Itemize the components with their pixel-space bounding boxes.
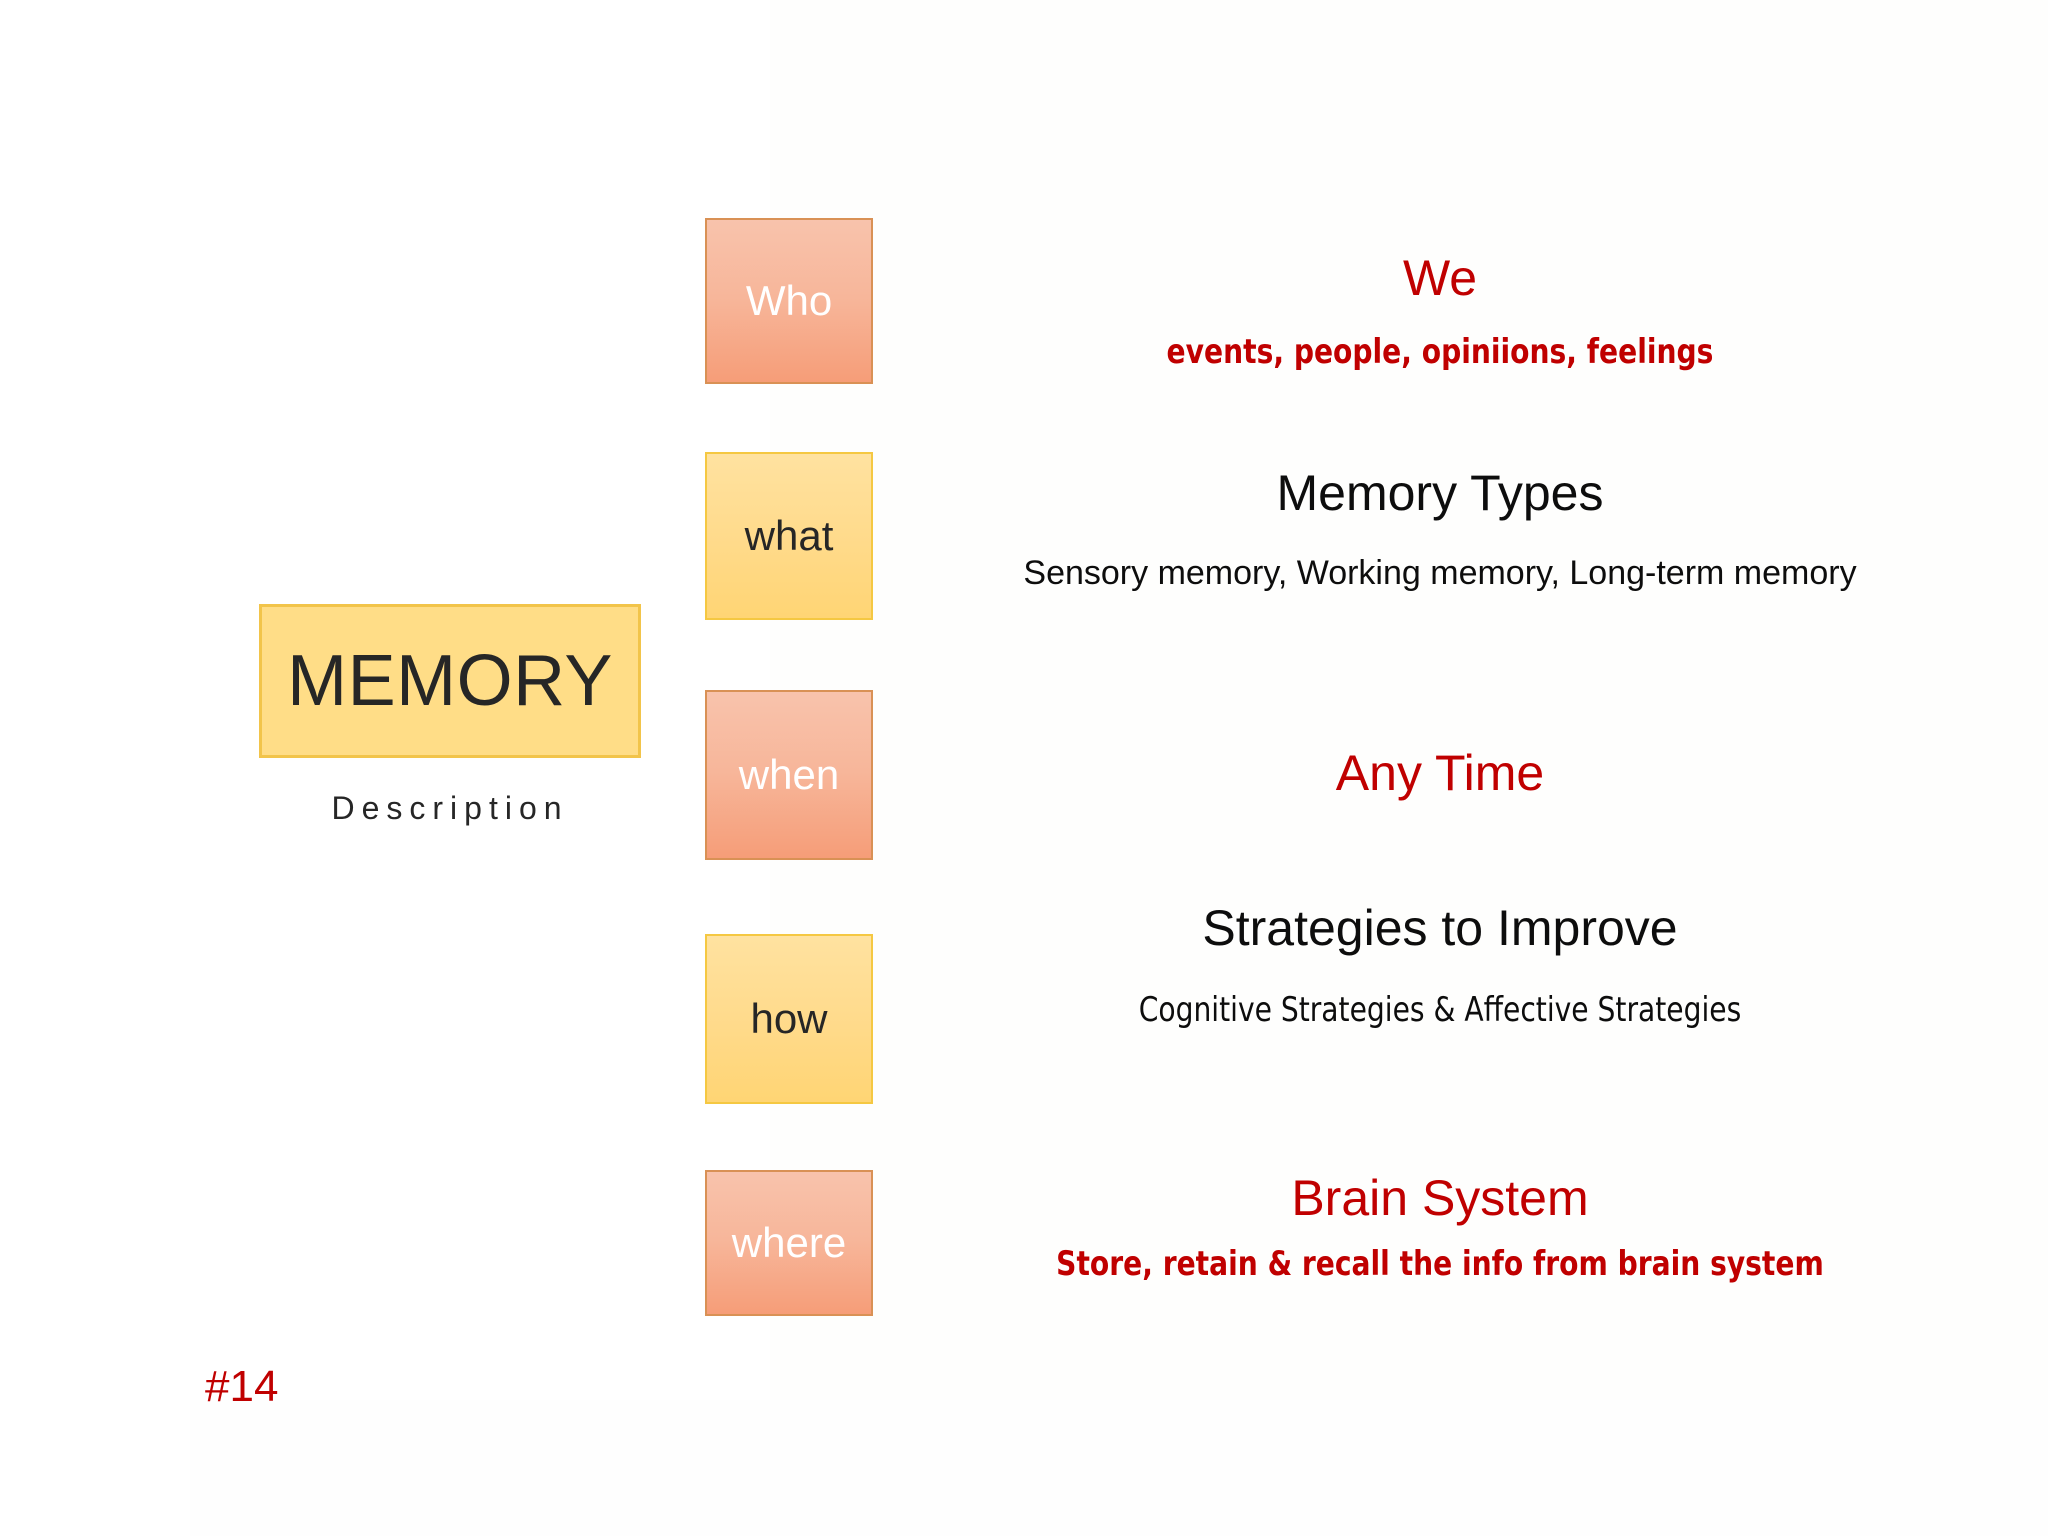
question-box-where[interactable]: where (705, 1170, 873, 1316)
question-box-when[interactable]: when (705, 690, 873, 860)
subject-box-memory[interactable]: MEMORY (259, 604, 641, 758)
description-where: Brain System Store, retain & recall the … (940, 1170, 1940, 1285)
description-where-title: Brain System (1291, 1170, 1589, 1226)
question-box-who-label: Who (745, 277, 833, 325)
description-who-title: We (1402, 250, 1478, 306)
background-panel-right (770, 0, 2048, 1536)
description-how-subtitle: Cognitive Strategies & Affective Strateg… (1138, 990, 1742, 1030)
description-when: Any Time (940, 745, 1940, 801)
description-how: Strategies to Improve Cognitive Strategi… (940, 900, 1940, 1031)
question-box-how[interactable]: how (705, 934, 873, 1104)
description-who: We events, people, opiniions, feelings (940, 250, 1940, 373)
question-box-how-label: how (750, 995, 828, 1043)
question-box-what[interactable]: what (705, 452, 873, 620)
subject-title: MEMORY (287, 641, 613, 721)
subject-caption: Description (331, 790, 569, 826)
background-panel-bottom (190, 1400, 2048, 1536)
description-what-subtitle: Sensory memory, Working memory, Long-ter… (1023, 554, 1857, 592)
question-box-who[interactable]: Who (705, 218, 873, 384)
spacer-what (940, 521, 1940, 553)
description-who-subtitle: events, people, opiniions, feelings (1166, 332, 1714, 372)
description-what-title: Memory Types (1276, 465, 1604, 521)
question-box-where-label: where (731, 1219, 847, 1267)
slide-number: #14 (205, 1362, 279, 1411)
question-box-what-label: what (744, 512, 834, 560)
question-box-when-label: when (738, 751, 840, 799)
description-how-title: Strategies to Improve (1202, 900, 1678, 956)
description-when-title: Any Time (1335, 745, 1545, 801)
description-what: Memory Types Sensory memory, Working mem… (940, 465, 1940, 594)
spacer-who (940, 306, 1940, 332)
spacer-how (940, 956, 1940, 990)
description-where-subtitle: Store, retain & recall the info from bra… (1056, 1244, 1824, 1284)
spacer-where (940, 1226, 1940, 1244)
